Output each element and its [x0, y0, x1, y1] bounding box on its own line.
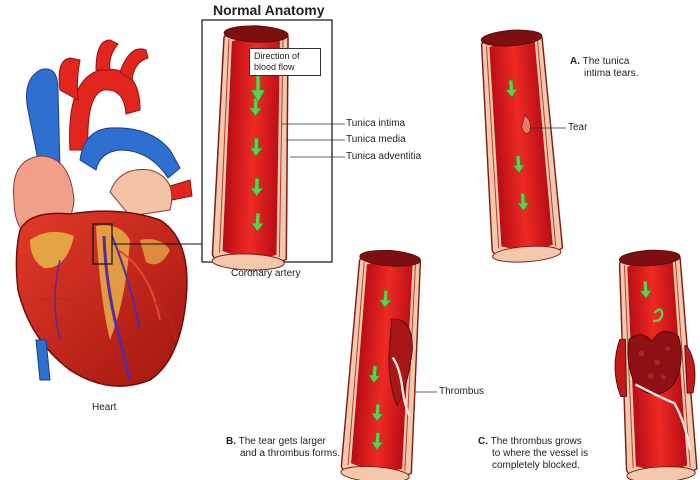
- caption-a-line1: The tunica: [582, 56, 630, 67]
- tunica-media-label: Tunica media: [346, 134, 406, 145]
- coronary-artery-label: Coronary artery: [231, 268, 301, 279]
- thrombus-label: Thrombus: [439, 386, 485, 397]
- vessel-c: [614, 247, 699, 480]
- caption-c-line1: The thrombus grows: [490, 436, 582, 447]
- heart-illustration: [13, 39, 193, 387]
- caption-c-letter: C.: [478, 436, 488, 447]
- page-title: Normal Anatomy: [213, 2, 325, 18]
- direction-of-flow-label: Direction of blood flow: [249, 48, 321, 76]
- tunica-adventitia-label: Tunica adventitia: [346, 151, 422, 162]
- caption-a: A. The tunica intima tears.: [570, 56, 638, 80]
- caption-a-line2: intima tears.: [584, 68, 639, 79]
- caption-c: C. The thrombus grows to where the vesse…: [478, 436, 588, 472]
- tear-label: Tear: [568, 122, 588, 133]
- caption-b-line2: and a thrombus forms.: [240, 448, 341, 459]
- vessel-a: [476, 27, 564, 265]
- tunica-intima-label: Tunica intima: [346, 118, 406, 129]
- caption-c-line2: to where the vessel is: [492, 448, 589, 459]
- flow-direction-arrow: [250, 75, 266, 103]
- caption-b-letter: B.: [226, 436, 236, 447]
- vessel-b: [339, 247, 428, 480]
- caption-b-line1: The tear gets larger: [238, 436, 326, 447]
- caption-a-letter: A.: [570, 56, 580, 67]
- caption-b: B. The tear gets larger and a thrombus f…: [226, 436, 340, 460]
- caption-c-line3: completely blocked.: [492, 460, 580, 471]
- heart-label: Heart: [92, 402, 117, 413]
